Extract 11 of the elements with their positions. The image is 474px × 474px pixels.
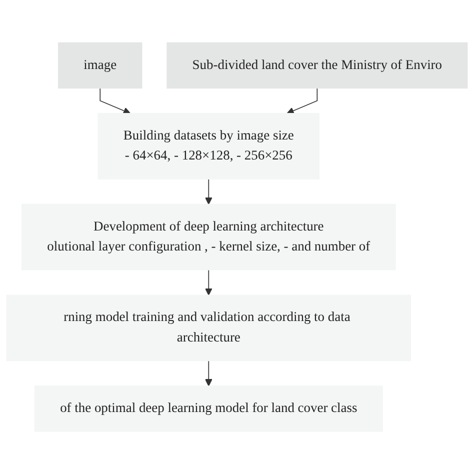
node-box: Development of deep learning architecture olutional layer configuration , - kernel size, - and number of: [22, 204, 396, 270]
node-box: image: [58, 42, 142, 88]
node-box: Building datasets by image size - 64×64, - 128×128, - 256×256: [98, 112, 320, 180]
arrow: [100, 88, 131, 114]
node-box: of the optimal deep learning model for land cover class: [34, 385, 383, 432]
node-box: rning model training and validation according to data architecture: [6, 294, 411, 362]
arrow: [286, 88, 318, 114]
arrow: [204, 269, 212, 296]
arrow: [204, 178, 212, 205]
arrow: [204, 360, 212, 386]
node-box: Sub-divided land cover the Ministry of Enviro: [166, 42, 468, 88]
